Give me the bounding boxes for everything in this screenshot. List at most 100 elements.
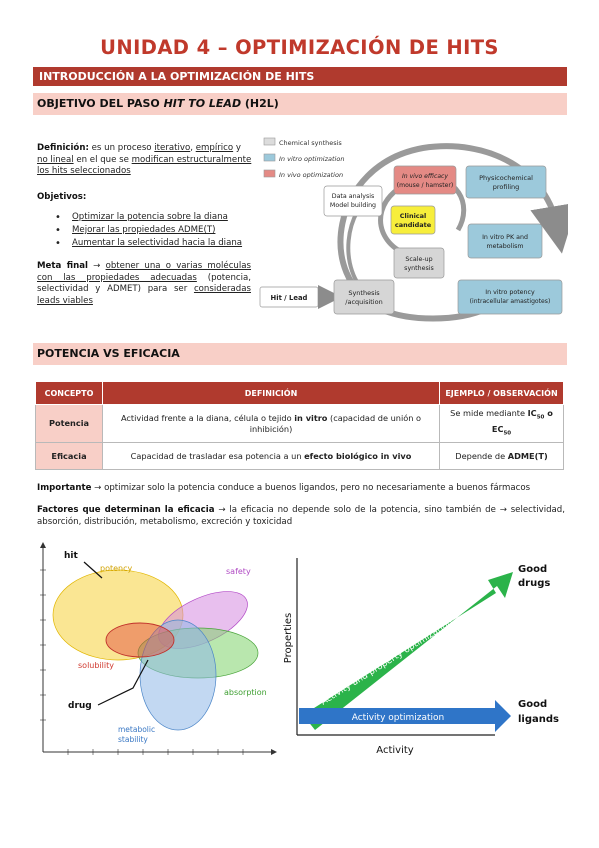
th-definicion: DEFINICIÓN: [102, 381, 440, 405]
def-t4: en el que se: [73, 154, 132, 165]
legend-swatch-chemical: [263, 137, 276, 146]
potencia-def-a: Actividad frente a la diana, célula o te…: [120, 412, 295, 423]
legend-swatch-invivo: [263, 169, 276, 178]
importante-text: optimizar solo la potencia conduce a bue…: [104, 483, 531, 493]
objetivos-label-text: Objetivos:: [37, 192, 87, 202]
importante-arrow: →: [91, 483, 105, 493]
th-ejemplo: EJEMPLO / OBSERVACIÓN: [439, 381, 564, 405]
potency-line2: (intracellular amastigotes): [470, 298, 551, 305]
table-header-row: CONCEPTO DEFINICIÓN EJEMPLO / OBSERVACIÓ…: [35, 381, 564, 405]
venn-hit-label: hit: [64, 551, 78, 561]
objetivo-item: Mejorar las propiedades ADME(T): [55, 224, 302, 237]
in-vivo-line2: (mouse / hamster): [397, 182, 453, 189]
def-t2: ,: [190, 143, 196, 153]
clinical-line1: Clinical: [400, 212, 427, 220]
legend-invitro: In vitro optimization: [279, 155, 344, 163]
legend-chemical: Chemical synthesis: [279, 139, 342, 147]
venn-absorption-label: absorption: [224, 688, 267, 697]
venn-safety-label: safety: [226, 567, 251, 576]
venn-solubility-ellipse: [105, 622, 175, 658]
hit-lead-text: Hit / Lead: [271, 294, 308, 302]
h2l-suffix: (H2L): [241, 97, 279, 110]
physico-line1: Physicochemical: [479, 174, 533, 182]
cell-eficacia-obs: Depende de ADME(T): [439, 442, 564, 471]
scaleup-line2: synthesis: [404, 265, 434, 272]
synthesis-line1: Synthesis: [348, 289, 380, 297]
legend-invivo: In vivo optimization: [279, 171, 343, 179]
venn-metabolic-label2: stability: [118, 735, 148, 744]
table-row: Eficacia Capacidad de trasladar esa pote…: [35, 442, 564, 471]
venn-drug-label: drug: [68, 701, 92, 711]
good-ligands-line1: Good: [518, 699, 547, 710]
cell-potencia: Potencia: [35, 403, 103, 444]
legend-swatch-invitro: [263, 153, 276, 162]
data-analysis-line2: Model building: [330, 202, 376, 209]
factores-text: → la eficacia no depende solo de la pote…: [37, 505, 565, 527]
def-t1: es un proceso: [88, 143, 155, 153]
importante-paragraph: Importante → optimizar solo la potencia …: [37, 483, 567, 495]
objetivos-label: Objetivos:: [37, 192, 86, 204]
h2l-italic: HIT TO LEAD: [163, 97, 242, 110]
green-arrow: [303, 572, 513, 730]
ec-label: EC: [491, 423, 504, 434]
meta-label: Meta final: [37, 261, 88, 271]
table-row: Potencia Actividad frente a la diana, cé…: [35, 403, 564, 444]
physico-line2: profiling: [493, 183, 520, 191]
definicion-label: Definición:: [37, 143, 89, 153]
or-text: o: [544, 408, 553, 418]
eficacia-def-a: Capacidad de trasladar esa potencia a un: [130, 450, 305, 461]
potencia-def-b: in vitro: [294, 412, 328, 423]
h2l-cycle-diagram: Chemical synthesis In vitro optimization…: [259, 137, 568, 322]
factores-paragraph: Factores que determinan la eficacia → la…: [37, 505, 565, 528]
good-drugs-line2: drugs: [518, 578, 550, 589]
importante-label: Importante: [37, 483, 92, 493]
factores-label: Factores que determinan la eficacia: [37, 505, 215, 515]
drug-pointer: [97, 659, 149, 706]
box-potency: [457, 279, 563, 315]
optimization-chart: Properties Activity Activity and propert…: [283, 558, 559, 756]
blue-arrow-label: Activity optimization: [352, 713, 445, 723]
page-title: UNIDAD 4 – OPTIMIZACIÓN DE HITS: [100, 36, 499, 59]
venn-solubility-label: solubility: [78, 661, 114, 670]
objetivos-list: Optimizar la potencia sobre la diana Mej…: [34, 211, 302, 250]
th-concepto: CONCEPTO: [35, 381, 103, 405]
box-data-analysis: [323, 185, 383, 217]
chart-ylabel: Properties: [283, 613, 294, 664]
box-synthesis: [333, 279, 395, 315]
meta-final-paragraph: Meta final → obtener una o varias molécu…: [37, 261, 251, 307]
ic-sub: 50: [536, 414, 545, 421]
ec-sub: 50: [503, 430, 512, 437]
def-u2: empírico: [195, 143, 234, 153]
box-physico: [465, 165, 547, 199]
clinical-line2: candidate: [395, 221, 432, 229]
hit-pointer: [83, 561, 103, 579]
good-ligands-line2: ligands: [518, 714, 559, 725]
box-scaleup: [393, 247, 445, 279]
cell-eficacia-def: Capacidad de trasladar esa potencia a un…: [102, 442, 440, 471]
good-drugs-line1: Good: [518, 564, 547, 575]
def-u1: iterativo: [154, 143, 191, 153]
green-arrow-label: Activity and property optimization: [319, 618, 455, 708]
box-in-vivo: [393, 165, 457, 195]
cell-potencia-def: Actividad frente a la diana, célula o te…: [102, 403, 440, 444]
meta-arrow: →: [87, 261, 106, 271]
venn-x-ticks: [67, 749, 244, 755]
scaleup-line1: Scale-up: [405, 256, 432, 263]
meta-u1: obtener una o varias moléculas con las p…: [37, 261, 252, 283]
definicion-paragraph: Definición: es un proceso iterativo, emp…: [37, 143, 253, 178]
objetivo-item: Optimizar la potencia sobre la diana: [55, 211, 302, 224]
meta-t1: (potencia, selectividad y ADMET) para se…: [37, 272, 251, 295]
def-t3: y: [233, 143, 241, 153]
cell-eficacia: Eficacia: [35, 442, 103, 471]
box-clinical: [390, 205, 436, 235]
box-pk: [467, 223, 543, 259]
potencia-def-c: (capacidad de unión o inhibición): [249, 412, 422, 434]
eficacia-def-b: efecto biológico in vivo: [304, 450, 412, 461]
venn-diagram: hit potency safety solubility drug absor…: [40, 542, 277, 755]
subsection-header-potencia: POTENCIA VS EFICACIA: [33, 343, 567, 365]
objetivo-item: Aumentar la selectividad hacia la diana: [55, 237, 302, 250]
eficacia-obs-a: Depende de: [455, 450, 508, 461]
def-u3: no lineal: [37, 154, 74, 165]
section-header-intro: INTRODUCCIÓN A LA OPTIMIZACIÓN DE HITS: [33, 67, 567, 86]
blue-arrow: [299, 700, 511, 732]
